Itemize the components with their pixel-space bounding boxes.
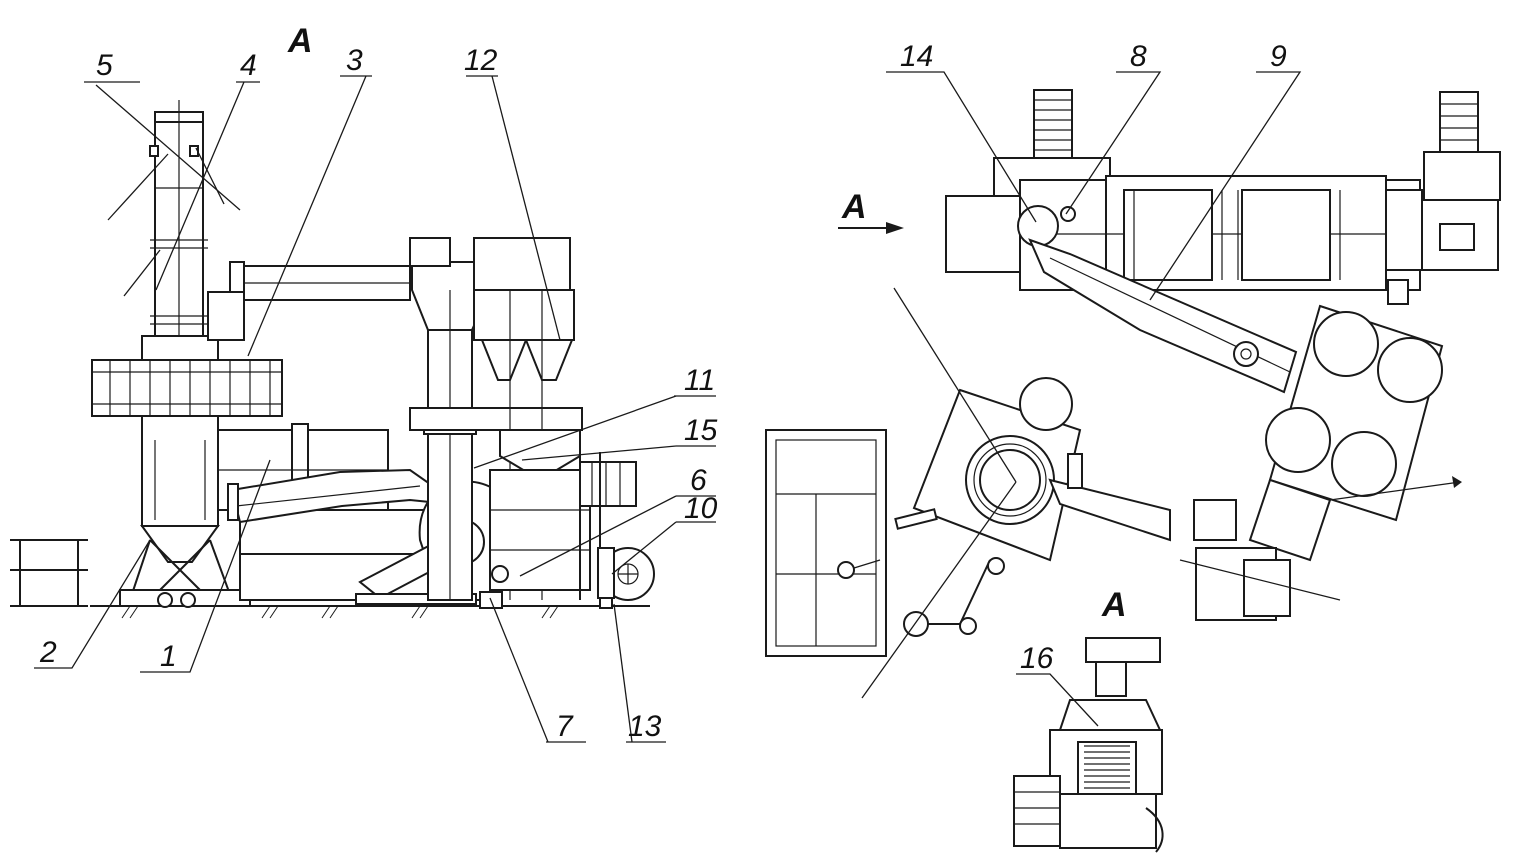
plan-inclined-duct <box>1028 238 1298 394</box>
view-label-a-main: A <box>287 22 313 60</box>
section-a-view: A 16 <box>1013 586 1164 853</box>
callout-13: 13 <box>628 710 662 743</box>
cyclone-column <box>409 237 491 601</box>
left-railing <box>10 539 88 607</box>
callout-14: 14 <box>900 40 933 73</box>
callout-7: 7 <box>556 710 574 743</box>
callout-5: 5 <box>96 49 113 82</box>
callout-16: 16 <box>1020 642 1054 675</box>
service-platform <box>91 359 283 417</box>
leader-lines <box>34 75 716 743</box>
gas-duct <box>207 261 411 341</box>
furnace-body <box>119 335 251 608</box>
callout-9: 9 <box>1270 40 1287 73</box>
plan-diagonal-line-2 <box>861 481 1017 699</box>
elevation-view: A 5 4 3 12 11 15 6 10 2 1 7 13 <box>10 22 718 743</box>
view-arrow-label-a: A <box>841 188 867 226</box>
callout-10: 10 <box>684 492 718 525</box>
plan-building <box>765 429 938 657</box>
callout-15: 15 <box>684 414 718 447</box>
plan-view: A <box>765 40 1501 699</box>
view-label-a-section: A <box>1101 586 1127 624</box>
plan-leader-lines <box>886 71 1302 301</box>
callout-6: 6 <box>690 464 707 497</box>
callout-12: 12 <box>464 44 498 77</box>
auxiliary-fan <box>597 547 655 609</box>
callout-3: 3 <box>346 44 363 77</box>
plan-fan-box <box>912 377 1341 621</box>
plan-pipeline <box>903 557 1005 637</box>
callout-11: 11 <box>684 364 715 397</box>
callout-2: 2 <box>39 636 57 669</box>
callout-1: 1 <box>160 640 177 673</box>
callout-8: 8 <box>1130 40 1147 73</box>
plan-diagonal-line <box>893 287 1017 483</box>
exhaust-stack <box>149 100 208 350</box>
bag-filter <box>409 237 591 600</box>
view-arrow-head <box>886 222 904 234</box>
callout-4: 4 <box>240 49 257 82</box>
plan-cyclone-cluster <box>1248 279 1462 562</box>
right-platform <box>579 452 637 600</box>
